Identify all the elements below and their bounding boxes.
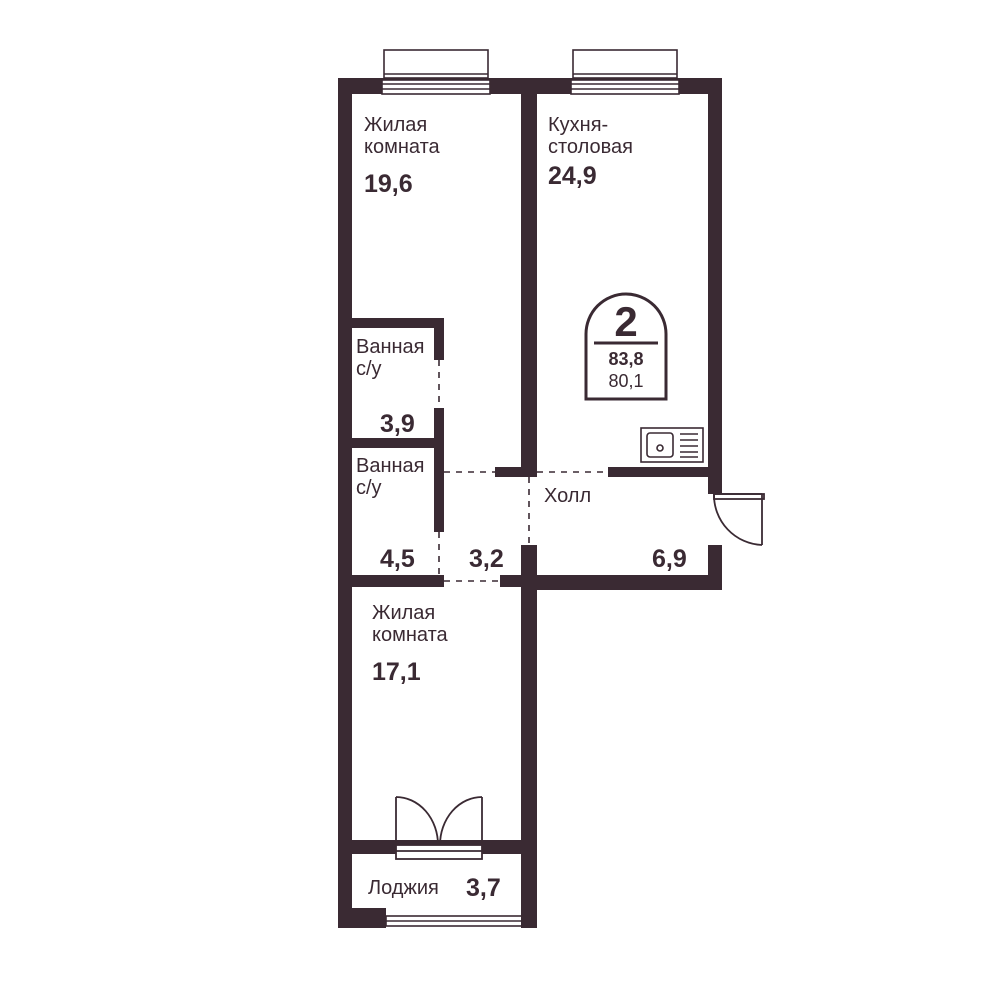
room-area: 19,6 xyxy=(364,170,413,198)
room-area: 17,1 xyxy=(372,658,421,686)
living-area: 80,1 xyxy=(608,371,643,391)
wall-center-lower xyxy=(521,545,537,847)
wall-loggia-right xyxy=(521,840,537,928)
room-name-line2: столовая xyxy=(548,136,633,158)
room-area: 3,2 xyxy=(469,545,504,573)
balcony-door-icon xyxy=(395,796,483,860)
wall-living-bottom-top-left xyxy=(352,575,444,587)
wall-hall-bottom xyxy=(528,575,722,590)
room-name-line1: Кухня- xyxy=(548,114,608,136)
room-name: Лоджия xyxy=(368,877,439,899)
door-icon xyxy=(713,493,765,546)
room-name-line2: комната xyxy=(364,136,441,158)
wall-bath-divider xyxy=(352,438,444,448)
room-corridor: 3,2 xyxy=(469,545,504,573)
wall-right-upper xyxy=(708,78,722,494)
window-icon xyxy=(385,915,535,927)
room-name-line1: Ванная xyxy=(356,455,425,477)
room-loggia: Лоджия 3,7 xyxy=(368,874,501,902)
room-area: 6,9 xyxy=(652,545,687,573)
window-icon xyxy=(381,49,491,95)
room-name-line1: Ванная xyxy=(356,336,425,358)
room-bath2: Ванная с/у 4,5 xyxy=(356,455,425,573)
room-name: Холл xyxy=(544,485,591,507)
wall-bath2-right xyxy=(434,470,444,532)
wall-bath1-right xyxy=(434,318,444,360)
door-openings xyxy=(438,360,608,582)
rooms-badge-icon: 2 83,8 80,1 xyxy=(584,292,668,401)
wall-center-upper xyxy=(521,94,537,470)
room-area: 3,9 xyxy=(380,410,415,438)
room-hall: Холл 6,9 xyxy=(544,485,687,573)
room-living-bottom: Жилая комната 17,1 xyxy=(372,602,449,686)
room-name-line2: с/у xyxy=(356,477,382,499)
wall-loggia-corner xyxy=(338,908,386,928)
rooms-count: 2 xyxy=(614,298,637,345)
room-name-line2: комната xyxy=(372,624,449,646)
wall-kitchen-bottom xyxy=(608,467,722,477)
kitchen-sink-icon xyxy=(640,427,704,463)
room-living-top: Жилая комната 19,6 xyxy=(364,114,441,198)
room-name-line1: Жилая xyxy=(364,114,427,136)
wall-left xyxy=(338,78,352,928)
wall-bath1-top xyxy=(352,318,444,328)
window-icon xyxy=(570,49,680,95)
room-name-line2: с/у xyxy=(356,358,382,380)
room-area: 3,7 xyxy=(466,874,501,902)
wall-living-bottom-top-right xyxy=(500,575,537,587)
room-name-line1: Жилая xyxy=(372,602,435,624)
room-area: 24,9 xyxy=(548,162,597,190)
room-area: 4,5 xyxy=(380,545,415,573)
room-kitchen: Кухня- столовая 24,9 xyxy=(548,114,633,190)
total-area: 83,8 xyxy=(608,349,643,369)
room-bath1: Ванная с/у 3,9 xyxy=(356,336,425,438)
wall-stub-corridor xyxy=(495,467,537,477)
